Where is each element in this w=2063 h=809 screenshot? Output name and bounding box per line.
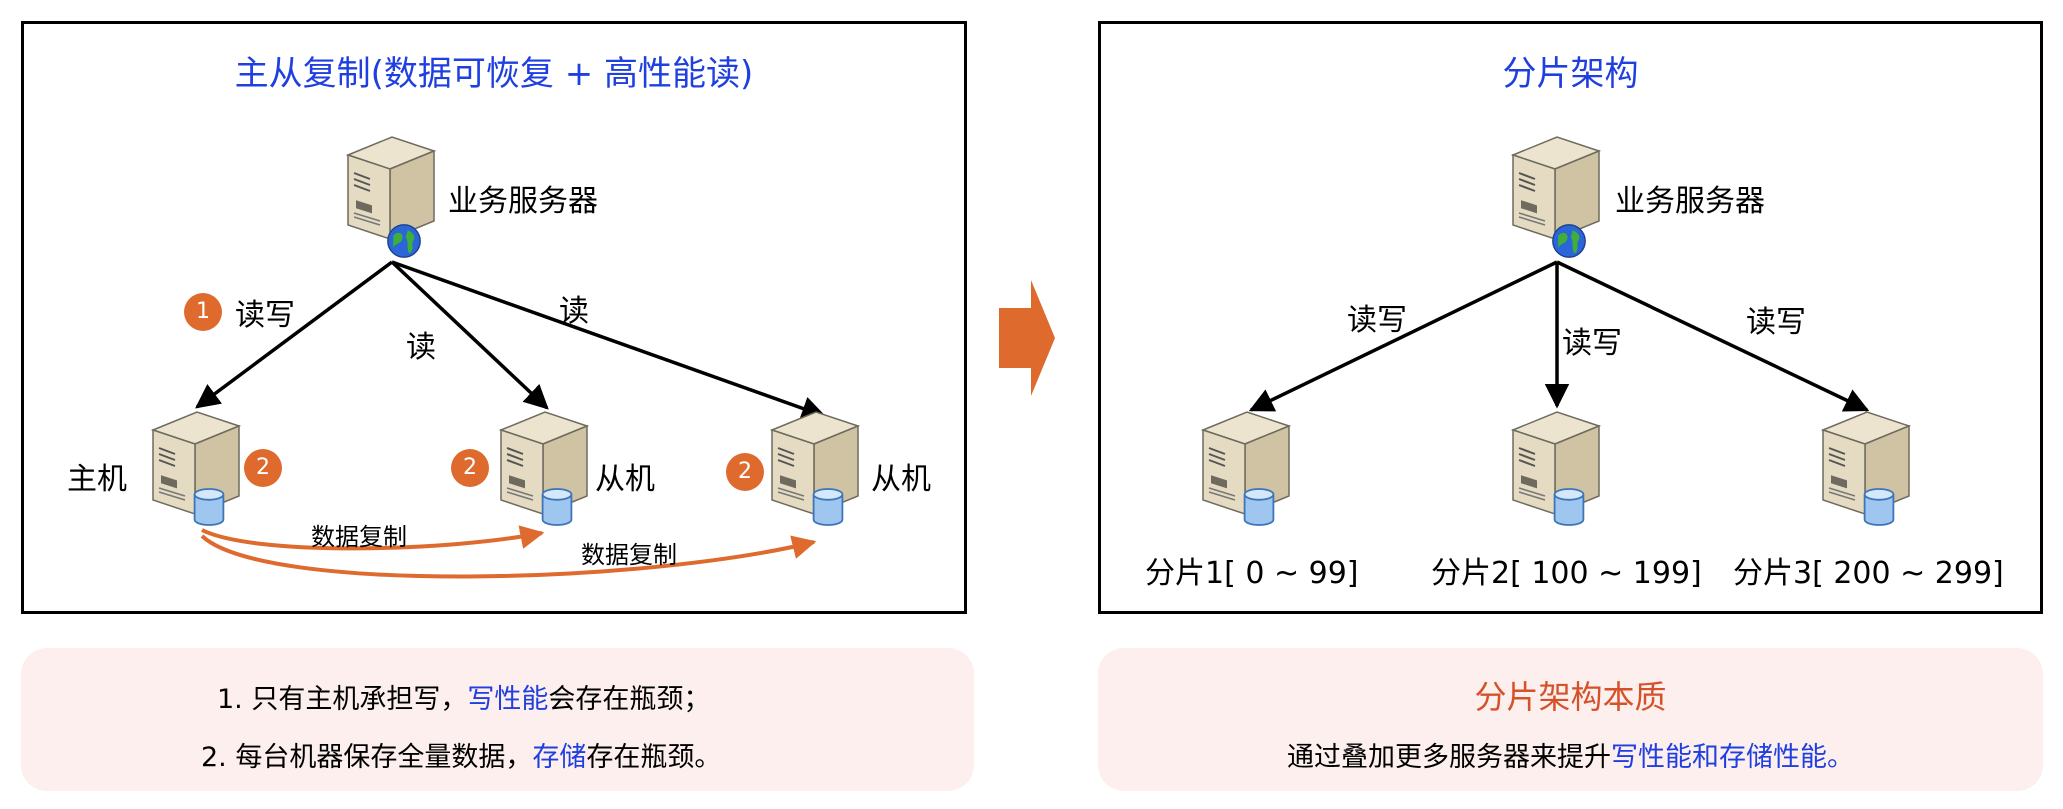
panel-title-master-slave: 主从复制(数据可恢复 + 高性能读)	[234, 54, 754, 94]
note-line-1-suffix: 会存在瓶颈；	[548, 684, 711, 715]
database-icon	[1241, 487, 1277, 527]
replication-label-2: 数据复制	[581, 541, 677, 569]
sharding-essence-highlight: 写性能和存储性能。	[1611, 742, 1854, 773]
master-slave-notes: 1. 只有主机承担写，写性能会存在瓶颈； 2. 每台机器保存全量数据，存储存在瓶…	[21, 648, 974, 791]
business-server-label: 业务服务器	[448, 184, 598, 219]
edge-label-shard-1: 读写	[1347, 303, 1407, 338]
master-label: 主机	[67, 462, 127, 497]
sharding-essence-text: 通过叠加更多服务器来提升	[1287, 742, 1611, 773]
database-icon	[810, 487, 846, 527]
step-badge-2-master: 2	[244, 449, 282, 487]
step-badge-1: 1	[184, 293, 222, 331]
note-line-1-text: 1. 只有主机承担写，	[217, 684, 468, 715]
edge-label-shard-3: 读写	[1746, 305, 1806, 340]
note-line-2: 2. 每台机器保存全量数据，存储存在瓶颈。	[201, 735, 721, 774]
slave-label-1: 从机	[595, 462, 655, 497]
database-icon	[539, 487, 575, 527]
shard-label-3: 分片3[ 200 ~ 299]	[1733, 556, 2004, 591]
arrow-to-slave-2	[391, 260, 827, 421]
step-badge-2-slave-2: 2	[726, 453, 764, 491]
master-slave-connections	[195, 260, 827, 579]
note-line-2-text: 2. 每台机器保存全量数据，	[201, 742, 533, 773]
replication-arrow-2	[200, 534, 817, 579]
edge-label-read-2: 读	[559, 294, 589, 329]
sharding-connections	[1248, 260, 1870, 412]
edge-label-read-1: 读	[406, 330, 436, 365]
business-server-label: 业务服务器	[1615, 184, 1765, 219]
database-icon	[1861, 487, 1897, 527]
edge-label-shard-2: 读写	[1562, 326, 1622, 361]
replication-arrow-1	[201, 525, 545, 551]
note-line-1: 1. 只有主机承担写，写性能会存在瓶颈；	[217, 677, 710, 716]
note-line-2-suffix: 存在瓶颈。	[586, 742, 722, 773]
note-line-2-highlight: 存储	[532, 742, 587, 773]
arrow-to-master	[195, 260, 394, 409]
shard-label-1: 分片1[ 0 ~ 99]	[1145, 556, 1359, 591]
arrow-to-shard-3	[1556, 260, 1870, 412]
replication-label-1: 数据复制	[311, 523, 407, 551]
sharding-notes: 分片架构本质 通过叠加更多服务器来提升写性能和存储性能。	[1098, 648, 2043, 791]
arrow-to-shard-1	[1248, 260, 1558, 412]
step-badge-2-slave-1: 2	[451, 449, 489, 487]
note-line-1-highlight: 写性能	[467, 684, 549, 715]
sharding-panel: 分片架构 业务服务器 读写 读写 读写 分片1[ 0 ~ 99] 分片2[ 10…	[1098, 21, 2043, 614]
database-icon	[1551, 487, 1587, 527]
sharding-essence-title: 分片架构本质	[1474, 678, 1667, 716]
slave-label-2: 从机	[871, 462, 931, 497]
database-icon	[191, 487, 227, 527]
arrow-right-icon	[999, 280, 1055, 396]
panel-title-sharding: 分片架构	[1502, 54, 1639, 94]
globe-icon	[1551, 223, 1587, 259]
sharding-essence-line: 通过叠加更多服务器来提升写性能和存储性能。	[1098, 735, 2043, 774]
master-slave-panel: 主从复制(数据可恢复 + 高性能读) 业务服务器 1 读写 读 读 主机 2 2…	[21, 21, 967, 614]
shard-label-2: 分片2[ 100 ~ 199]	[1431, 556, 1702, 591]
arrow-to-slave-1	[390, 260, 549, 410]
edge-label-read-write: 读写	[235, 298, 295, 333]
globe-icon	[386, 223, 422, 259]
